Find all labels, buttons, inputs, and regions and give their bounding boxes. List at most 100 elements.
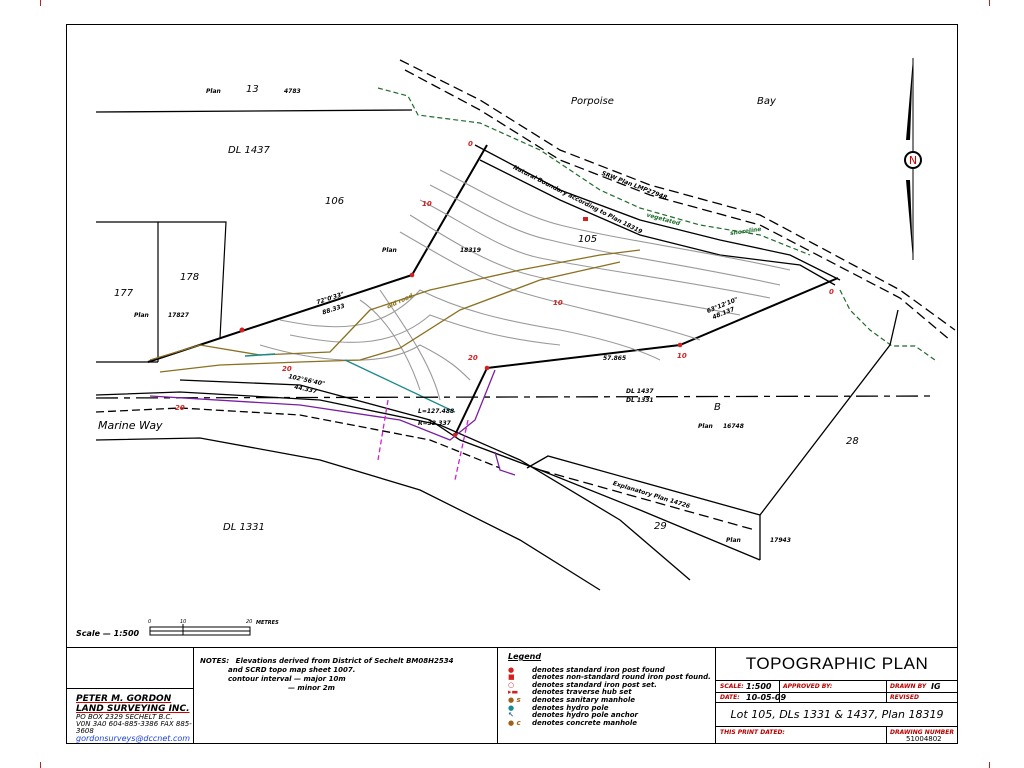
- legend-item: ● c denotes concrete manhole: [508, 718, 711, 728]
- legend-text: denotes sanitary manhole: [532, 695, 635, 704]
- scale-unit: METRES: [256, 620, 279, 626]
- contour-label-0b: 0: [829, 288, 834, 296]
- contour-label-10b: 10: [553, 299, 563, 307]
- scale-tick-20: 20: [246, 619, 253, 625]
- lot-106-number: 106: [325, 196, 345, 207]
- legend-item: ↖ denotes hydro pole anchor: [508, 712, 711, 720]
- bearing-label: L=127.488: [418, 408, 455, 415]
- lot-177-number: 177: [114, 288, 134, 299]
- lot-description: Lot 105, DLs 1331 & 1437, Plan 18319: [730, 708, 944, 721]
- water-label-porpoise: Porpoise: [571, 96, 614, 107]
- drawing-number-label: DRAWING NUMBER: [890, 729, 954, 736]
- concrete-manhole-icon: ● c: [508, 718, 521, 727]
- legend-item: ▸▬ denotes traverse hub set: [508, 689, 711, 697]
- notes-line-4: — minor 2m: [288, 684, 335, 692]
- legend-item: ○ denotes standard iron post set.: [508, 680, 711, 690]
- sanitary-manhole-icon: ● s: [508, 695, 521, 704]
- hydro-anchor-icon: ↖: [508, 711, 514, 720]
- firm-address: PO BOX 2329 SECHELT B.C.: [76, 713, 173, 721]
- district-lot-1437: DL 1437: [228, 145, 270, 156]
- lot-178-number: 178: [180, 272, 200, 283]
- date-field-label: DATE:: [720, 694, 740, 701]
- lot-29-plan-word: Plan: [726, 537, 741, 544]
- notes-line-3: contour interval — major 10m: [228, 675, 346, 683]
- legend-item: ■ denotes non-standard round iron post fo…: [508, 674, 711, 682]
- lot-b-number: B: [714, 402, 721, 413]
- non-standard-post-icon: ■: [508, 673, 515, 682]
- plan-18319-word: Plan: [382, 247, 397, 254]
- drawing-title: TOPOGRAPHIC PLAN: [745, 654, 929, 673]
- dl-1437-boundary-label: DL 1437: [626, 388, 654, 395]
- legend-text: denotes hydro pole: [532, 703, 609, 712]
- bearing-label: R=33.337: [418, 420, 451, 427]
- water-label-bay: Bay: [757, 96, 776, 107]
- lot-b-plan-word: Plan: [698, 423, 713, 430]
- contour-label-10: 10: [422, 200, 432, 208]
- svg-text:N: N: [909, 154, 917, 167]
- lot-177-plan-word: Plan: [134, 312, 149, 319]
- lot-b-plan-number: 16748: [723, 423, 744, 430]
- firm-email-link[interactable]: gordonsurveys@dccnet.com: [76, 734, 191, 743]
- contour-label-0: 0: [468, 140, 473, 148]
- title-block: PETER M. GORDON LAND SURVEYING INC. PO B…: [66, 647, 958, 744]
- firm-info: PETER M. GORDON LAND SURVEYING INC. PO B…: [76, 694, 193, 743]
- legend-item: ●denotes hydro pole: [508, 703, 711, 713]
- scale-field-value: 1:500: [746, 682, 772, 691]
- crop-mark-top-right: [983, 0, 990, 6]
- legend-text: denotes standard iron post set.: [532, 680, 657, 689]
- drawn-by-label: DRAWN BY: [890, 683, 927, 690]
- lot-29-number: 29: [654, 521, 667, 532]
- legend-cell: Legend ●denotes standard iron post found…: [498, 648, 716, 744]
- revised-label: REVISED: [890, 694, 919, 701]
- legend-item: ● s denotes sanitary manhole: [508, 695, 711, 705]
- lot-177-plan-number: 17827: [168, 312, 189, 319]
- drawn-by-value: IG: [931, 682, 941, 691]
- legend-text: denotes standard iron post found: [532, 665, 665, 674]
- iron-post-set-icon: ○: [508, 680, 515, 689]
- title-cell: TOPOGRAPHIC PLAN SCALE: 1:500 DATE: 10-0…: [716, 648, 958, 744]
- legend-text: denotes traverse hub set: [532, 688, 632, 697]
- firm-cell: PETER M. GORDON LAND SURVEYING INC. PO B…: [66, 648, 194, 744]
- contour-label-20: 20: [468, 354, 478, 362]
- approved-by-label: APPROVED BY:: [783, 683, 833, 690]
- traverse-hub-icon: ▸▬: [508, 688, 519, 697]
- scale-tick-0: 0: [148, 619, 152, 625]
- notes-block: NOTES: Elevations derived from District …: [200, 657, 453, 693]
- distance-label: 57.865: [603, 355, 627, 362]
- lot-105-number: 105: [578, 234, 598, 245]
- firm-name-line2: LAND SURVEYING INC.: [76, 704, 190, 714]
- crop-mark-bottom-left: [40, 762, 47, 768]
- lot-13-number: 13: [246, 84, 259, 95]
- firm-name-line1: PETER M. GORDON: [76, 694, 172, 704]
- contour-label-20b: 20: [282, 365, 292, 373]
- contour-label-10c: 10: [677, 352, 687, 360]
- date-field-value: 10-05-09: [746, 693, 787, 702]
- firm-phone: V0N 3A0 604-885-3386 FAX 885-3608: [76, 720, 192, 735]
- drawing-sheet-border: [66, 24, 958, 744]
- crop-mark-bottom-right: [983, 762, 990, 768]
- crop-mark-top-left: [40, 0, 47, 6]
- scale-tick-10: 10: [180, 619, 187, 625]
- notes-line-2: and SCRD topo map sheet 1007.: [228, 666, 356, 674]
- lot-29-plan-number: 17943: [770, 537, 791, 544]
- road-label-marine-way: Marine Way: [98, 419, 163, 432]
- legend-text: denotes concrete manhole: [532, 718, 638, 727]
- legend: Legend ●denotes standard iron post found…: [508, 653, 711, 727]
- print-dated-label: THIS PRINT DATED:: [720, 729, 785, 736]
- district-lot-1331: DL 1331: [223, 522, 265, 533]
- lot-13-plan-word: Plan: [206, 88, 221, 95]
- north-arrow-icon: N: [904, 58, 922, 260]
- dl-1331-boundary-label: DL 1331: [626, 397, 654, 404]
- scale-field-label: SCALE:: [720, 683, 744, 690]
- legend-title: Legend: [508, 652, 542, 661]
- lot-28-number: 28: [846, 436, 859, 447]
- legend-text: denotes hydro pole anchor: [532, 711, 639, 720]
- notes-line-1: Elevations derived from District of Sech…: [235, 657, 454, 665]
- notes-heading: NOTES:: [200, 657, 230, 665]
- legend-item: ●denotes standard iron post found: [508, 665, 711, 675]
- scale-label: Scale — 1:500: [76, 629, 140, 638]
- plan-18319-number: 18319: [460, 247, 481, 254]
- legend-text: denotes non-standard round iron post fou…: [532, 673, 711, 682]
- contour-label-20c: 20: [175, 404, 185, 412]
